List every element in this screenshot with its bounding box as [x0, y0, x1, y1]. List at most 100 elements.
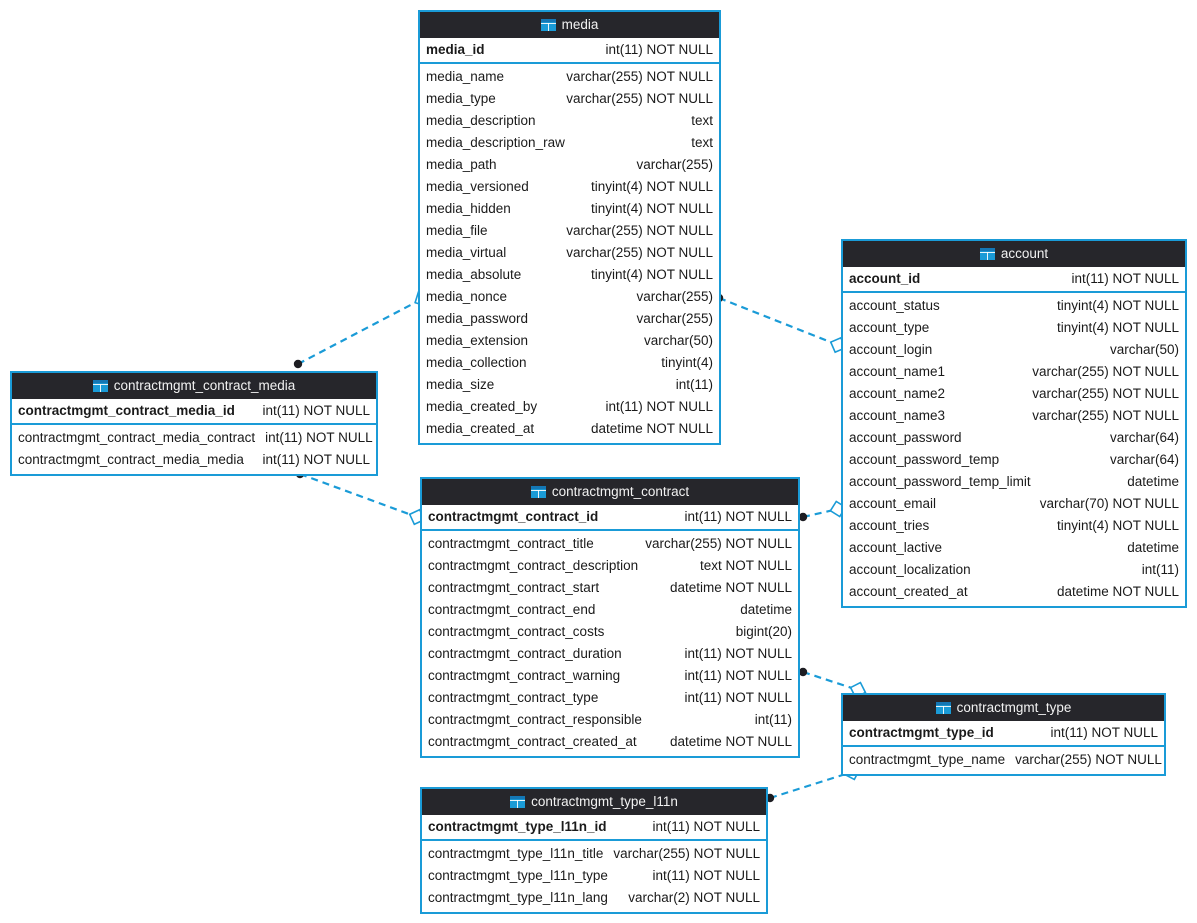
relationship-line: [297, 298, 423, 365]
field-type: varchar(255): [636, 289, 713, 304]
relationship-line: [718, 296, 839, 347]
field-type: int(11) NOT NULL: [652, 868, 760, 883]
field-type: varchar(255) NOT NULL: [1015, 752, 1162, 767]
field-type: int(11) NOT NULL: [262, 403, 370, 418]
relationship-line: [769, 770, 853, 800]
entity-title: media: [561, 17, 599, 32]
field-name: account_lactive: [849, 540, 943, 555]
field-name: account_name1: [849, 364, 946, 379]
entity-table-contractmgmt_type_l11n[interactable]: contractmgmt_type_l11n contractmgmt_type_…: [420, 787, 768, 914]
field-type: text NOT NULL: [699, 558, 792, 573]
field-name: media_created_at: [426, 421, 535, 436]
field-name: contractmgmt_contract_costs: [428, 624, 605, 639]
field-name: contractmgmt_contract_start: [428, 580, 600, 595]
field-name: account_id: [849, 271, 921, 286]
field-name: contractmgmt_type_name: [849, 752, 1006, 767]
field-type: varchar(255) NOT NULL: [1032, 408, 1179, 423]
field-name: media_absolute: [426, 267, 522, 282]
field-row: account_lactive datetime: [843, 537, 1185, 559]
field-type: int(11) NOT NULL: [1050, 725, 1158, 740]
field-type: tinyint(4) NOT NULL: [1056, 518, 1179, 533]
field-type: varchar(255) NOT NULL: [566, 223, 713, 238]
field-name: media_type: [426, 91, 496, 106]
field-row: contractmgmt_type_l11n_title varchar(255)…: [422, 843, 766, 865]
field-name: contractmgmt_contract_media_id: [18, 403, 235, 418]
field-type: tinyint(4): [661, 355, 713, 370]
field-type: varchar(255): [636, 311, 713, 326]
field-row: contractmgmt_contract_start datetime NOT …: [422, 577, 798, 599]
field-type: int(11) NOT NULL: [262, 452, 370, 467]
relationship-rel-contract-account: [798, 500, 847, 522]
field-name: account_name3: [849, 408, 946, 423]
entity-table-contractmgmt_contract_media[interactable]: contractmgmt_contract_media contractmgmt_…: [10, 371, 378, 476]
field-type: bigint(20): [735, 624, 792, 639]
field-type: varchar(255): [636, 157, 713, 172]
field-name: account_tries: [849, 518, 930, 533]
table-icon: [510, 796, 526, 808]
field-type: int(11) NOT NULL: [605, 399, 713, 414]
entity-title: account: [1000, 246, 1049, 261]
field-name: media_created_by: [426, 399, 538, 414]
entity-header[interactable]: contractmgmt_type_l11n: [422, 789, 766, 815]
field-name: contractmgmt_type_l11n_lang: [428, 890, 608, 905]
field-name: contractmgmt_contract_media_media: [18, 452, 244, 467]
field-type: int(11) NOT NULL: [684, 668, 792, 683]
field-type: tinyint(4) NOT NULL: [1056, 320, 1179, 335]
relationship-rel-contractmedia-contract: [295, 469, 426, 526]
table-icon: [540, 19, 556, 31]
field-type: int(11) NOT NULL: [605, 42, 713, 57]
field-name: contractmgmt_contract_media_contract: [18, 430, 256, 445]
field-name: contractmgmt_contract_warning: [428, 668, 621, 683]
primary-key-row: account_id int(11) NOT NULL: [843, 267, 1185, 291]
relationship-line: [802, 507, 839, 519]
table-icon: [530, 486, 546, 498]
field-type: varchar(255) NOT NULL: [613, 846, 761, 861]
field-name: contractmgmt_type_l11n_title: [428, 846, 604, 861]
relationship-source-dot: [293, 359, 303, 369]
field-type: tinyint(4) NOT NULL: [590, 179, 713, 194]
field-row: contractmgmt_contract_media_media int(11)…: [12, 449, 376, 471]
entity-header[interactable]: contractmgmt_contract_media: [12, 373, 376, 399]
entity-header[interactable]: account: [843, 241, 1185, 267]
field-name: media_description_raw: [426, 135, 565, 150]
field-name: media_extension: [426, 333, 529, 348]
field-type: int(11) NOT NULL: [652, 819, 760, 834]
entity-header[interactable]: contractmgmt_contract: [422, 479, 798, 505]
field-type: int(11) NOT NULL: [684, 646, 792, 661]
field-name: contractmgmt_contract_end: [428, 602, 596, 617]
relationship-source-dot: [798, 667, 808, 677]
entity-header[interactable]: media: [420, 12, 719, 38]
field-name: contractmgmt_contract_id: [428, 509, 599, 524]
field-type: datetime: [1127, 540, 1179, 555]
field-name: account_login: [849, 342, 933, 357]
field-row: account_name3 varchar(255) NOT NULL: [843, 405, 1185, 427]
field-name: account_type: [849, 320, 930, 335]
field-type: int(11) NOT NULL: [1071, 271, 1179, 286]
field-row: account_login varchar(50): [843, 339, 1185, 361]
field-type: tinyint(4) NOT NULL: [590, 201, 713, 216]
primary-key-section: account_id int(11) NOT NULL: [843, 267, 1185, 293]
field-type: varchar(50): [1109, 342, 1179, 357]
field-type: datetime NOT NULL: [669, 580, 792, 595]
field-name: media_file: [426, 223, 488, 238]
entity-header[interactable]: contractmgmt_type: [843, 695, 1164, 721]
